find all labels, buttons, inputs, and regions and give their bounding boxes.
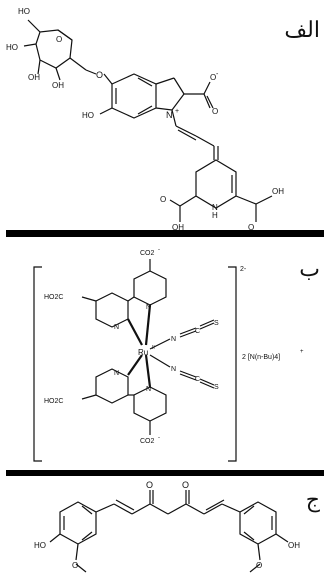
atom-co2-bottom: CO2: [140, 438, 155, 445]
atom-ho-left: HO: [34, 541, 46, 550]
panel-jim: ج O O HO O OH: [0, 476, 330, 578]
atom-ru: Ru: [138, 348, 148, 357]
ruthenium-complex-structure: CO2 - HO2C N N N C S Ru II N C S N N HO2…: [33, 247, 304, 462]
atom-ho2c-top: HO2C: [44, 294, 63, 301]
atom-o1: O: [146, 480, 153, 490]
atom-o-carboxylate: O: [212, 107, 218, 116]
betanin-structure: HO O HO OH OH O HO O - N + O O OH H N O …: [6, 7, 284, 230]
charge-plus: +: [175, 108, 179, 115]
atom-o2: O: [182, 480, 189, 490]
charge-minus: -: [216, 71, 219, 78]
atom-ome-left: O: [72, 561, 78, 570]
atom-o-minus: O: [210, 73, 216, 82]
atom-n-py: N: [212, 203, 218, 212]
atom-n2: N: [114, 324, 119, 331]
separator-1: [6, 230, 324, 237]
separator-2: [6, 470, 324, 476]
curcumin-structure: O O HO O OH O: [34, 480, 300, 573]
atom-o-ring: O: [56, 35, 62, 44]
atom-oh-ring: OH: [28, 73, 40, 82]
panel-label-jim: ج: [305, 488, 320, 513]
atom-ho-top: HO: [18, 7, 30, 16]
panel-label-be: ب: [299, 257, 320, 282]
atom-co2-top: CO2: [140, 250, 155, 257]
atom-oh-left: HO: [6, 43, 18, 52]
panel-alef: الف: [0, 0, 330, 230]
panel-be: ب CO2 - HO2C N: [0, 237, 330, 470]
counter-ion: 2 [N(n-Bu)4]: [242, 354, 280, 361]
counter-ion-charge: +: [300, 349, 304, 355]
atom-n3: N: [114, 370, 119, 377]
atom-nh: H: [212, 211, 218, 220]
atom-o-link: O: [96, 70, 103, 80]
atom-ome-right: O: [256, 561, 262, 570]
atom-phenol-ho: HO: [82, 111, 94, 120]
atom-ncs1-c: C: [195, 328, 200, 335]
ru-oxidation: II: [152, 345, 155, 351]
atom-ho2c-bottom: HO2C: [44, 398, 63, 405]
atom-oh-right: OH: [288, 541, 300, 550]
atom-oh-bottom2: OH: [272, 187, 284, 196]
charge-co2-bottom: -: [158, 435, 160, 441]
atom-ncs2-s: S: [214, 384, 219, 391]
atom-ncs1-n: N: [171, 336, 176, 343]
panel-label-alef: الف: [284, 18, 320, 43]
atom-ncs1-s: S: [214, 320, 219, 327]
atom-n1: N: [146, 304, 151, 311]
atom-ncs2-n: N: [171, 366, 176, 373]
atom-ncs2-c: C: [195, 376, 200, 383]
atom-o-bottom2: O: [248, 223, 254, 230]
atom-oh-bottom1: OH: [172, 223, 184, 230]
atom-o-bottom1: O: [160, 195, 166, 204]
complex-charge: 2-: [240, 266, 247, 273]
atom-oh-ring2: OH: [52, 81, 64, 90]
charge-co2-top: -: [158, 247, 160, 253]
atom-n-plus: N: [166, 110, 173, 120]
atom-n4: N: [146, 386, 151, 393]
